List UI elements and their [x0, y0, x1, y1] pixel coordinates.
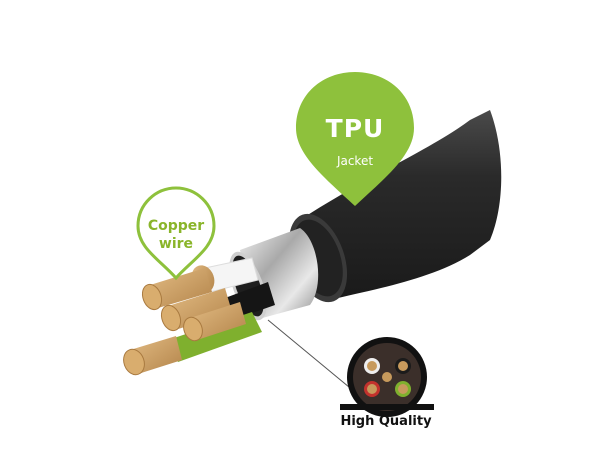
leader-line: [267, 319, 356, 393]
copper-label-line1: Copper: [147, 218, 205, 234]
quality-label: High Quality: [340, 414, 432, 429]
tpu-subtitle: Jacket: [336, 154, 374, 168]
tpu-callout-pin: [296, 72, 414, 206]
tpu-title: TPU: [325, 114, 385, 143]
cross-section-icon: [340, 337, 434, 417]
copper-callout-pin: [136, 186, 216, 281]
copper-label-line2: wire: [158, 236, 194, 252]
copper-strands: [123, 265, 246, 376]
